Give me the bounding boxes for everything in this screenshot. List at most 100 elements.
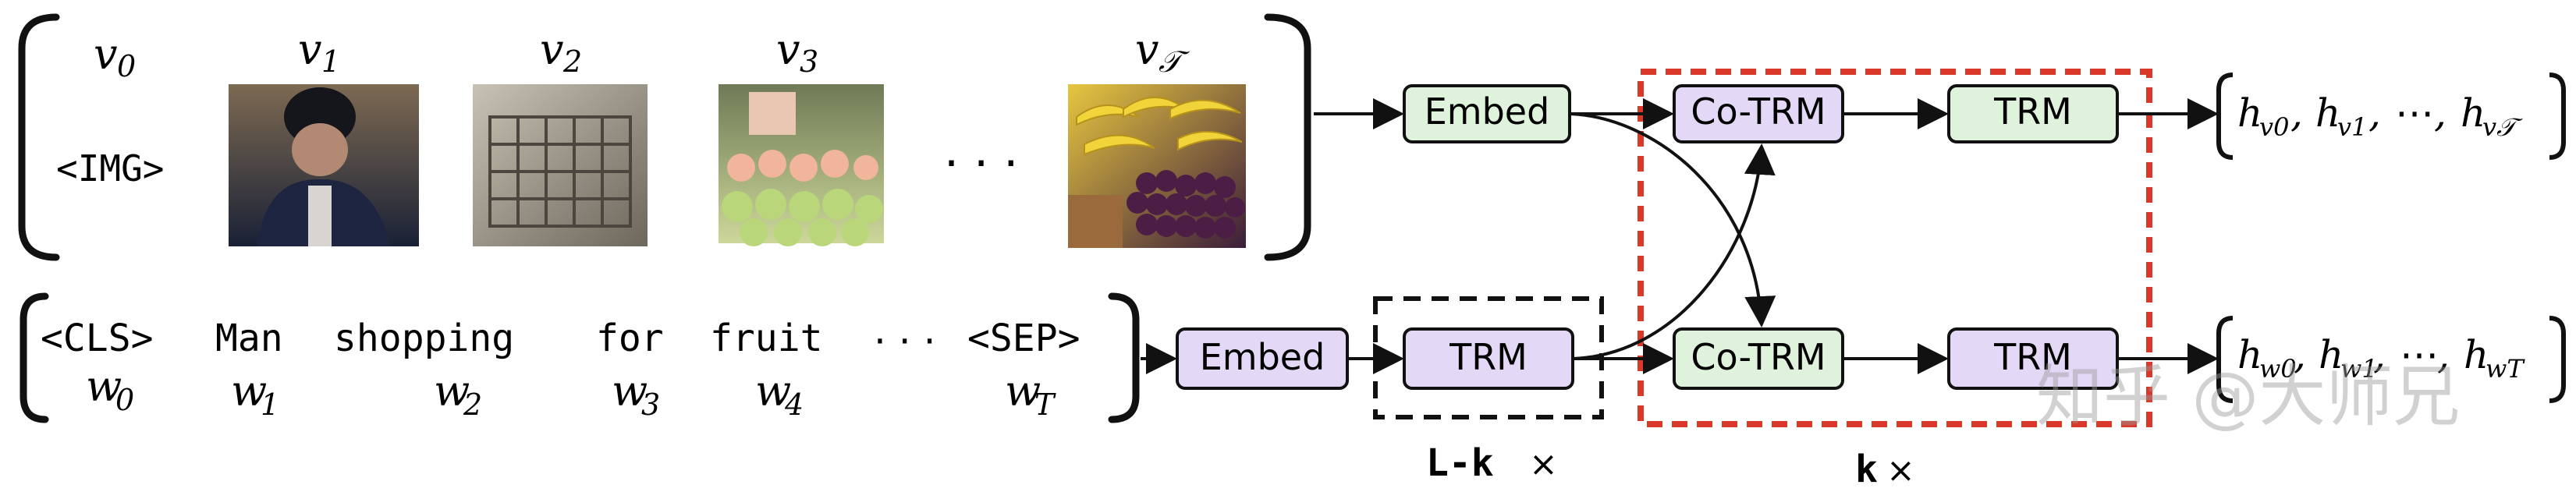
svg-text:h: h bbox=[2315, 90, 2340, 136]
region-image-2 bbox=[473, 84, 648, 246]
text-output-left-paren bbox=[2216, 316, 2234, 403]
svg-text:v1: v1 bbox=[2337, 112, 2367, 142]
cotrm-visual-block: Co-TRM bbox=[1673, 84, 1844, 143]
svg-text:⋯: ⋯ bbox=[2400, 332, 2439, 377]
token-fruit: fruit bbox=[710, 317, 823, 360]
svg-text:Embed: Embed bbox=[1425, 90, 1550, 133]
svg-text:w: w bbox=[86, 362, 122, 411]
token-var-w2: w 2 bbox=[434, 366, 482, 422]
token-ellipsis: · · · bbox=[874, 319, 935, 364]
svg-text:,: , bbox=[2434, 90, 2446, 136]
svg-text:v: v bbox=[776, 25, 800, 74]
svg-text:v: v bbox=[298, 25, 322, 74]
token-var-w3: w 3 bbox=[612, 366, 660, 422]
visual-output-text: h v0 , h v1 , ⋯ , h v𝒯 bbox=[2237, 90, 2523, 142]
l-minus-k-label: L-k × bbox=[1426, 441, 1558, 485]
cotrm-text-block: Co-TRM bbox=[1673, 327, 1844, 390]
text-row-right-bracket bbox=[1108, 292, 1140, 423]
svg-text:h: h bbox=[2237, 90, 2262, 136]
svg-text:2: 2 bbox=[562, 44, 582, 79]
svg-text:w: w bbox=[1005, 366, 1041, 416]
svg-text:k: k bbox=[1855, 448, 1878, 491]
text-row-left-bracket bbox=[20, 292, 49, 423]
region-label-v3: v 3 bbox=[776, 25, 818, 79]
svg-text:2: 2 bbox=[463, 388, 482, 422]
svg-text:· · ·: · · · bbox=[944, 136, 1018, 191]
svg-text:Embed: Embed bbox=[1200, 336, 1325, 378]
svg-text:×: × bbox=[1529, 444, 1558, 484]
svg-text:Co-TRM: Co-TRM bbox=[1691, 336, 1826, 378]
region-image-3 bbox=[719, 84, 884, 246]
region-label-v0: v 0 bbox=[94, 30, 136, 83]
trm-text-only-block: TRM bbox=[1403, 327, 1574, 390]
svg-text:TRM: TRM bbox=[1993, 336, 2072, 378]
svg-text:v𝒯: v𝒯 bbox=[2482, 112, 2523, 142]
svg-text:h: h bbox=[2464, 332, 2489, 377]
svg-text:1: 1 bbox=[321, 44, 340, 79]
svg-text:,: , bbox=[2294, 332, 2306, 377]
region-image-T bbox=[1068, 84, 1246, 248]
region-ellipsis: · · · bbox=[944, 136, 1018, 191]
svg-text:w: w bbox=[231, 366, 267, 416]
svg-text:w: w bbox=[434, 366, 470, 416]
svg-text:3: 3 bbox=[641, 388, 660, 422]
svg-text:,: , bbox=[2437, 332, 2450, 377]
svg-text:w: w bbox=[612, 366, 648, 416]
k-label: k × bbox=[1855, 448, 1915, 491]
svg-text:3: 3 bbox=[800, 44, 818, 79]
svg-text:w0: w0 bbox=[2259, 354, 2297, 384]
svg-text:,: , bbox=[2373, 332, 2386, 377]
region-image-1 bbox=[229, 84, 419, 246]
text-output-text: h w0 , h w1 , ⋯ , h wT bbox=[2237, 332, 2525, 384]
region-label-v2: v 2 bbox=[540, 25, 582, 79]
token-shopping: shopping bbox=[334, 317, 514, 360]
svg-text:h: h bbox=[2461, 90, 2486, 136]
k-red-dashed-box bbox=[1637, 69, 2152, 427]
arrow-embed-visual-to-cotrm-text bbox=[1569, 112, 1776, 327]
img-token: <IMG> bbox=[56, 147, 164, 189]
image-row-left-bracket bbox=[18, 13, 60, 261]
image-row-right-bracket bbox=[1264, 13, 1311, 261]
token-man: Man bbox=[215, 317, 283, 360]
svg-text:v: v bbox=[94, 30, 118, 79]
svg-text:h: h bbox=[2237, 332, 2262, 377]
svg-text:⋯: ⋯ bbox=[2395, 90, 2434, 136]
svg-text:wT: wT bbox=[2486, 354, 2525, 384]
svg-text:0: 0 bbox=[115, 383, 134, 417]
token-var-w0: w 0 bbox=[86, 362, 134, 417]
text-output-right-paren bbox=[2549, 316, 2566, 403]
trm-visual-block: TRM bbox=[1947, 84, 2119, 143]
svg-text:v: v bbox=[540, 25, 564, 74]
region-label-v1: v 1 bbox=[298, 25, 340, 79]
svg-text:T: T bbox=[1034, 388, 1056, 422]
token-cls: <CLS> bbox=[41, 317, 154, 360]
svg-text:0: 0 bbox=[117, 49, 136, 83]
svg-text:×: × bbox=[1886, 451, 1915, 490]
svg-text:4: 4 bbox=[784, 388, 804, 422]
embed-text-block: Embed bbox=[1176, 327, 1349, 390]
svg-text:v: v bbox=[1135, 25, 1159, 74]
svg-text:Co-TRM: Co-TRM bbox=[1691, 90, 1826, 133]
region-label-vT: v 𝒯 bbox=[1135, 25, 1190, 79]
svg-text:𝒯: 𝒯 bbox=[1158, 44, 1190, 79]
arrow-trm-text-to-cotrm-visual bbox=[1572, 143, 1776, 360]
token-var-wT: w T bbox=[1005, 366, 1056, 422]
embed-visual-block: Embed bbox=[1403, 84, 1571, 143]
svg-text:,: , bbox=[2290, 90, 2303, 136]
svg-text:,: , bbox=[2368, 90, 2381, 136]
svg-text:w: w bbox=[755, 366, 791, 416]
token-var-w1: w 1 bbox=[231, 366, 279, 422]
token-sep: <SEP> bbox=[967, 317, 1080, 360]
svg-text:v0: v0 bbox=[2259, 112, 2289, 142]
svg-text:w1: w1 bbox=[2340, 354, 2378, 384]
token-for: for bbox=[596, 317, 664, 360]
svg-text:h: h bbox=[2319, 332, 2344, 377]
svg-text:L-k: L-k bbox=[1426, 441, 1494, 485]
visual-output-left-paren bbox=[2216, 73, 2234, 160]
svg-text:TRM: TRM bbox=[1993, 90, 2072, 133]
svg-text:TRM: TRM bbox=[1449, 336, 1528, 378]
svg-text:1: 1 bbox=[261, 388, 279, 422]
watermark: 知乎 @大师兄 bbox=[2036, 358, 2460, 436]
visual-output-right-paren bbox=[2549, 73, 2566, 160]
